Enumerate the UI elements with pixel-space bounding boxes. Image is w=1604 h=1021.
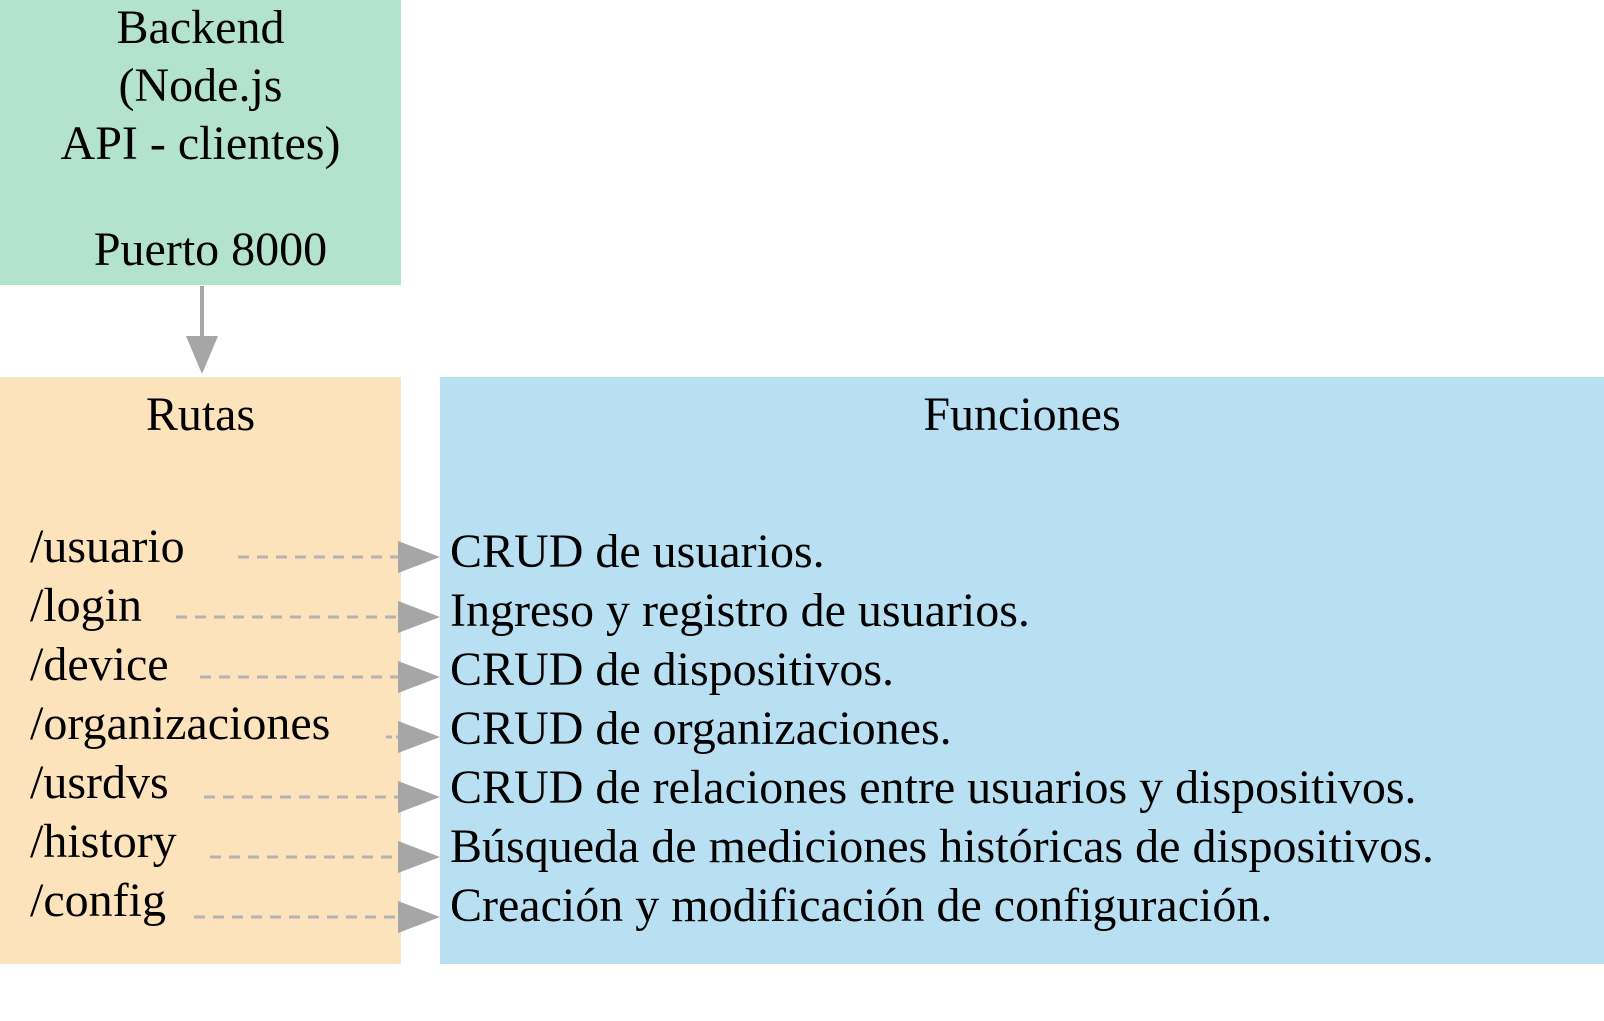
route-usuario: /usuario bbox=[30, 520, 185, 573]
backend-title-line-3: API - clientes) bbox=[60, 117, 341, 170]
route-usrdvs: /usrdvs bbox=[30, 756, 169, 809]
funciones-box: Funciones CRUD de usuarios. Ingreso y re… bbox=[440, 377, 1604, 964]
backend-port: Puerto 8000 bbox=[93, 223, 328, 276]
backend-box: Backend (Node.js API - clientes) Puerto … bbox=[0, 0, 401, 285]
function-login: Ingreso y registro de usuarios. bbox=[450, 584, 1030, 637]
route-organizaciones: /organizaciones bbox=[30, 697, 331, 750]
funciones-title: Funciones bbox=[923, 388, 1121, 441]
function-history: Búsqueda de mediciones históricas de dis… bbox=[450, 820, 1434, 873]
route-history: /history bbox=[30, 815, 177, 868]
route-login: /login bbox=[30, 579, 143, 632]
function-usuario: CRUD de usuarios. bbox=[450, 525, 825, 578]
route-config: /config bbox=[30, 874, 166, 927]
function-device: CRUD de dispositivos. bbox=[450, 643, 895, 696]
function-organizaciones: CRUD de organizaciones. bbox=[450, 702, 952, 755]
rutas-box: Rutas /usuario /login /device /organizac… bbox=[0, 377, 401, 964]
route-device: /device bbox=[30, 638, 169, 691]
backend-to-rutas-arrow-head bbox=[186, 336, 218, 374]
rutas-title: Rutas bbox=[145, 388, 256, 441]
backend-title-line-1: Backend bbox=[116, 1, 285, 54]
backend-title-line-2: (Node.js bbox=[118, 59, 283, 112]
function-config: Creación y modificación de configuración… bbox=[450, 879, 1273, 932]
function-usrdvs: CRUD de relaciones entre usuarios y disp… bbox=[450, 761, 1417, 814]
